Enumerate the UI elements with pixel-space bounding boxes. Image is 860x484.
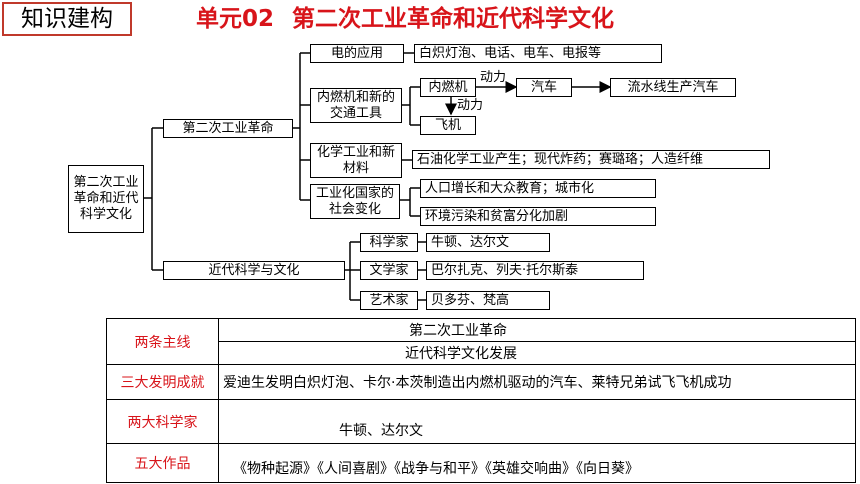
social-detail-1: 人口增长和大众教育；城市化 <box>420 179 656 198</box>
works-value: 《物种起源》《人间喜剧》《战争与和平》《英雄交响曲》《向日葵》 <box>218 443 856 483</box>
engine-node: 内燃机 <box>420 78 476 97</box>
power-label-2: 动力 <box>457 98 484 113</box>
scientists-label: 两大科学家 <box>106 399 219 444</box>
artists-node: 艺术家 <box>360 291 418 310</box>
social-node: 工业化国家的社会变化 <box>310 184 400 219</box>
electricity-detail: 白炽灯泡、电话、电车、电报等 <box>414 44 662 63</box>
car-node: 汽车 <box>516 78 572 97</box>
social-detail-2: 环境污染和贫富分化加剧 <box>420 207 656 226</box>
scientists-value: 牛顿、达尔文 <box>218 399 856 444</box>
chemical-detail: 石油化学工业产生；现代炸药；赛璐珞；人造纤维 <box>412 150 770 169</box>
plane-node: 飞机 <box>420 116 476 135</box>
branch2-node: 近代科学与文化 <box>163 261 345 280</box>
summary-table: 两条主线 第二次工业革命 近代科学文化发展 三大发明成就 爱迪生发明白炽灯泡、卡… <box>106 318 856 483</box>
branch1-node: 第二次工业革命 <box>163 119 293 138</box>
works-label: 五大作品 <box>106 443 219 483</box>
inventions-label: 三大发明成就 <box>106 364 219 400</box>
combustion-node: 内燃机和新的交通工具 <box>310 88 402 123</box>
scientists-detail: 牛顿、达尔文 <box>426 233 550 252</box>
main-line-1: 第二次工业革命 <box>218 318 856 342</box>
main-line-2: 近代科学文化发展 <box>218 341 856 365</box>
scientists-node: 科学家 <box>360 233 418 252</box>
table-row: 近代科学文化发展 <box>107 341 856 365</box>
writers-node: 文学家 <box>360 261 418 280</box>
table-row: 两条主线 第二次工业革命 <box>106 318 856 365</box>
table-row: 两大科学家 牛顿、达尔文 <box>106 399 856 444</box>
inventions-value: 爱迪生发明白炽灯泡、卡尔·本茨制造出内燃机驱动的汽车、莱特兄弟试飞飞机成功 <box>218 364 856 400</box>
power-label-1: 动力 <box>480 70 507 85</box>
unit-title: 第二次工业革命和近代科学文化 <box>292 6 615 32</box>
artists-detail: 贝多芬、梵高 <box>426 291 550 310</box>
electricity-node: 电的应用 <box>310 44 404 63</box>
main-lines-label: 两条主线 <box>106 318 219 365</box>
diagram-connectors <box>143 52 612 301</box>
unit-label: 单元02 <box>196 6 275 32</box>
page-title: 单元02 第二次工业革命和近代科学文化 <box>196 4 614 34</box>
assembly-car-node: 流水线生产汽车 <box>610 78 736 97</box>
chemical-node: 化学工业和新材料 <box>310 143 402 178</box>
table-row: 三大发明成就 爱迪生发明白炽灯泡、卡尔·本茨制造出内燃机驱动的汽车、莱特兄弟试飞… <box>106 364 856 400</box>
section-badge: 知识建构 <box>2 2 132 36</box>
writers-detail: 巴尔扎克、列夫·托尔斯泰 <box>426 261 644 280</box>
root-node: 第二次工业革命和近代科学文化 <box>68 165 144 233</box>
table-row: 五大作品 《物种起源》《人间喜剧》《战争与和平》《英雄交响曲》《向日葵》 <box>106 443 856 483</box>
